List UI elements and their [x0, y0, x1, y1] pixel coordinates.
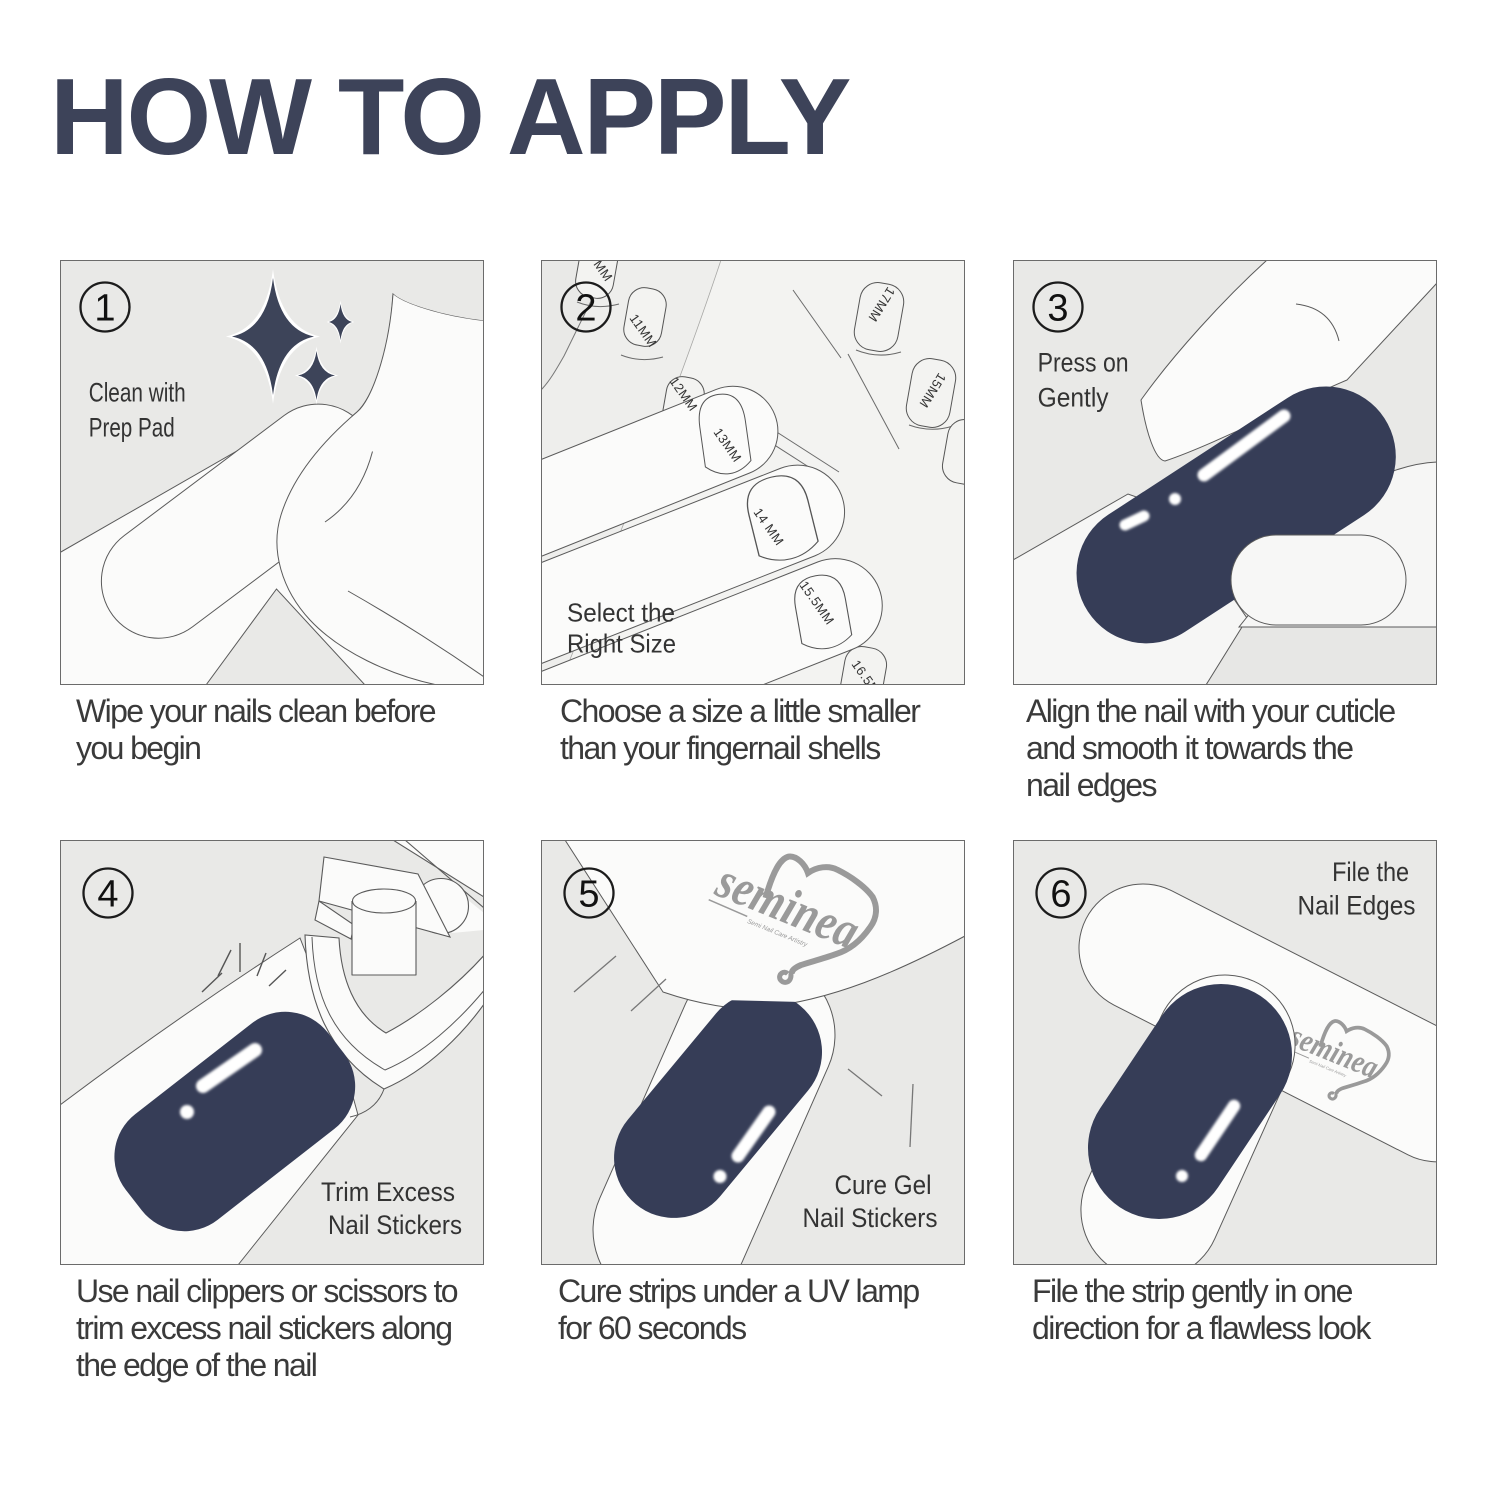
svg-text:Clean with: Clean with: [89, 378, 186, 408]
svg-text:2: 2: [575, 288, 596, 330]
svg-text:Press on: Press on: [1038, 348, 1129, 378]
svg-text:Gently: Gently: [1038, 383, 1109, 413]
svg-text:Prep Pad: Prep Pad: [89, 413, 175, 443]
svg-text:Right Size: Right Size: [567, 629, 676, 659]
svg-text:3: 3: [1047, 288, 1068, 330]
svg-text:4: 4: [97, 874, 118, 916]
svg-text:Cure Gel: Cure Gel: [835, 1170, 932, 1200]
svg-text:6: 6: [1050, 874, 1071, 916]
svg-text:File the: File the: [1332, 857, 1409, 887]
svg-text:Nail Stickers: Nail Stickers: [328, 1210, 462, 1240]
svg-text:5: 5: [578, 874, 599, 916]
svg-text:Select the: Select the: [567, 598, 675, 628]
svg-text:Nail Edges: Nail Edges: [1298, 891, 1416, 921]
svg-text:1: 1: [94, 288, 115, 330]
svg-text:Nail Stickers: Nail Stickers: [803, 1203, 938, 1233]
svg-text:Trim Excess: Trim Excess: [321, 1177, 455, 1207]
